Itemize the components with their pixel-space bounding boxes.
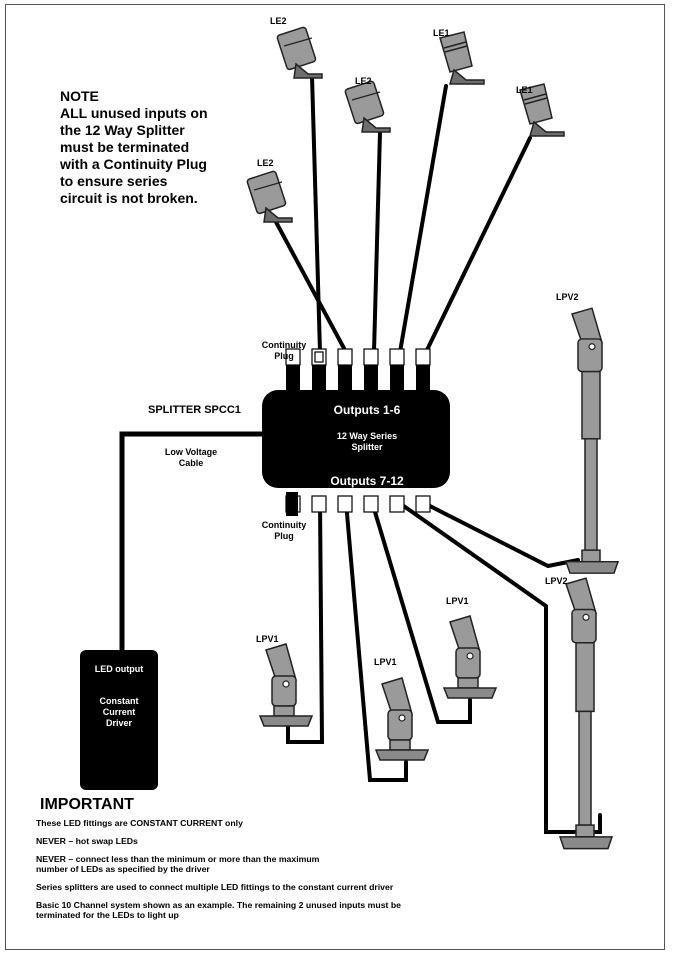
label-lpv2-bottom: LPV2 xyxy=(545,576,568,586)
lpv1-right-fitting-icon xyxy=(443,615,497,699)
lpv2-top-fitting-icon xyxy=(565,307,619,574)
important-heading: IMPORTANT xyxy=(40,796,134,813)
driver-name: Constant Current Driver xyxy=(99,696,139,728)
label-lpv1-mid: LPV1 xyxy=(374,657,397,667)
label-le2-mid: LE2 xyxy=(355,76,372,86)
label-lpv1-left: LPV1 xyxy=(256,634,279,644)
le2-top-fitting-icon xyxy=(275,25,323,79)
cable-le2-left xyxy=(274,220,348,354)
cable-le1-right xyxy=(424,136,532,354)
label-le2-top: LE2 xyxy=(270,16,287,26)
lpv1-mid-fitting-icon xyxy=(375,677,429,761)
splitter-title: SPLITTER SPCC1 xyxy=(148,404,241,416)
label-lpv2-top: LPV2 xyxy=(556,292,579,302)
important-line: NEVER – connect less than the minimum or… xyxy=(36,854,320,874)
outputs-top-label: Outputs 1-6 xyxy=(333,403,401,417)
cable-le1-top xyxy=(398,84,448,354)
lpv1-left-fitting-icon xyxy=(259,643,313,727)
driver-output-label: LED output xyxy=(94,664,144,674)
note-body: ALL unused inputs on the 12 Way Splitter… xyxy=(60,105,208,206)
important-line: Series splitters are used to connect mul… xyxy=(36,882,394,892)
low-voltage-cable-label: Low Voltage Cable xyxy=(164,447,218,468)
important-line: Basic 10 Channel system shown as an exam… xyxy=(36,900,401,920)
le2-left-fitting-icon xyxy=(245,169,293,223)
label-lpv1-right: LPV1 xyxy=(446,596,469,606)
cable-lpv1-right xyxy=(370,500,472,724)
outputs-bottom-label: Outputs 7-12 xyxy=(330,474,404,488)
note-heading: NOTE xyxy=(60,88,99,104)
continuity-plug-top-label: Continuity Plug xyxy=(261,340,307,361)
splitter xyxy=(262,348,450,516)
important-line: NEVER – hot swap LEDs xyxy=(36,836,138,846)
cable-lpv1-left xyxy=(286,500,325,744)
cable-le2-top xyxy=(310,74,322,354)
important-block: IMPORTANT These LED fittings are CONSTAN… xyxy=(36,796,636,928)
continuity-plug-bottom-icon xyxy=(286,492,298,516)
continuity-plug-bottom-label: Continuity Plug xyxy=(261,520,307,541)
note-block: NOTE ALL unused inputs on the 12 Way Spl… xyxy=(60,88,250,207)
label-le1-top: LE1 xyxy=(433,28,450,38)
cable-lpv2-bottom xyxy=(396,500,602,834)
le2-mid-fitting-icon xyxy=(343,79,391,133)
label-le2-left: LE2 xyxy=(257,158,274,168)
le1-top-fitting-icon xyxy=(439,31,485,85)
splitter-description: 12 Way Series Splitter xyxy=(336,431,398,452)
constant-current-driver xyxy=(80,650,158,790)
cable-lpv1-mid xyxy=(344,500,408,782)
continuity-plug-top-icon xyxy=(286,372,298,390)
label-le1-mid: LE1 xyxy=(516,85,533,95)
cable-le2-mid xyxy=(372,130,382,354)
low-voltage-cable xyxy=(119,431,265,653)
diagram-frame xyxy=(5,4,665,950)
important-line: These LED fittings are CONSTANT CURRENT … xyxy=(36,818,243,828)
